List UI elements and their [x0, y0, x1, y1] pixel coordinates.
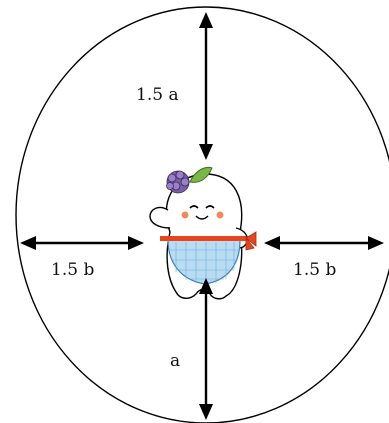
apron-check-pattern	[170, 242, 240, 284]
apron-ribbon-bow	[245, 231, 257, 251]
label-top: 1.5 a	[136, 85, 179, 105]
mascot-left-arm	[149, 206, 171, 229]
mascot-face	[181, 205, 224, 220]
arrow-right	[264, 236, 384, 250]
label-left: 1.5 b	[51, 260, 94, 280]
label-right: 1.5 b	[293, 260, 336, 280]
arrow-bottom	[199, 278, 213, 420]
mascot-left-cheek	[181, 211, 189, 219]
arrow-top	[199, 12, 213, 160]
arrow-left	[20, 236, 144, 250]
mascot-character	[149, 166, 257, 300]
clearance-boundary-ellipse	[15, 6, 389, 423]
mascot-flower	[166, 170, 190, 194]
apron-waistband	[160, 236, 246, 241]
label-bottom: a	[170, 351, 180, 371]
mascot-right-cheek	[216, 211, 224, 219]
mascot-leaf	[189, 166, 213, 183]
